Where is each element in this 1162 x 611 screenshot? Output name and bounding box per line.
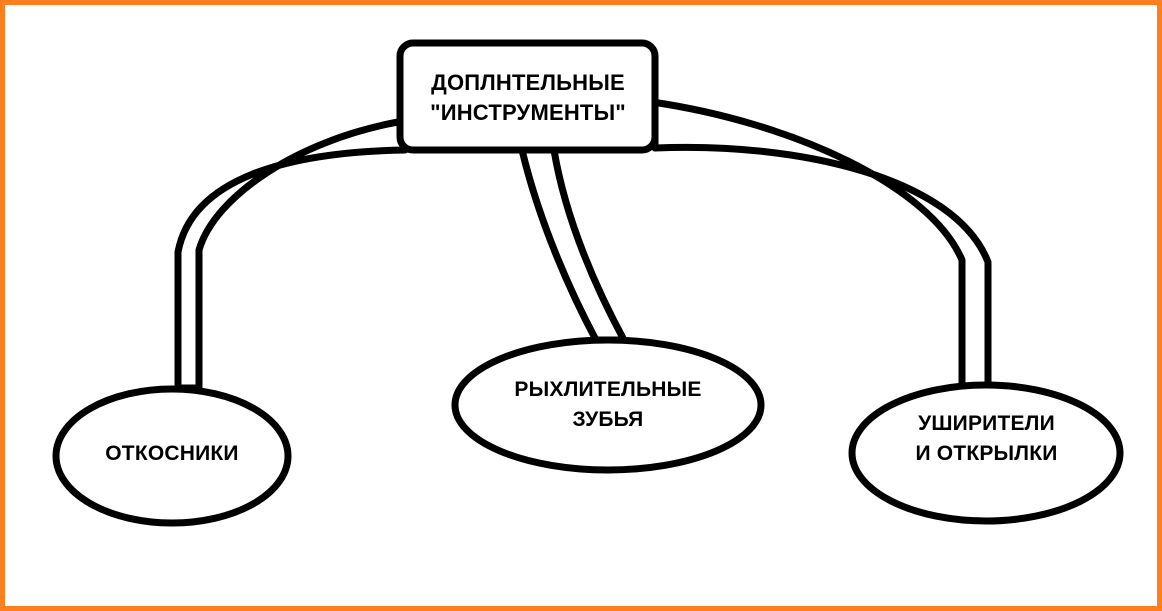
connector-root-to-left — [174, 118, 409, 392]
node-left-ellipse[interactable] — [52, 385, 292, 527]
node-root-box[interactable] — [396, 39, 659, 154]
connector-root-to-middle — [518, 146, 628, 344]
node-middle-ellipse[interactable] — [451, 336, 765, 474]
node-right-ellipse[interactable] — [848, 381, 1124, 525]
connector-root-to-right — [648, 98, 992, 390]
